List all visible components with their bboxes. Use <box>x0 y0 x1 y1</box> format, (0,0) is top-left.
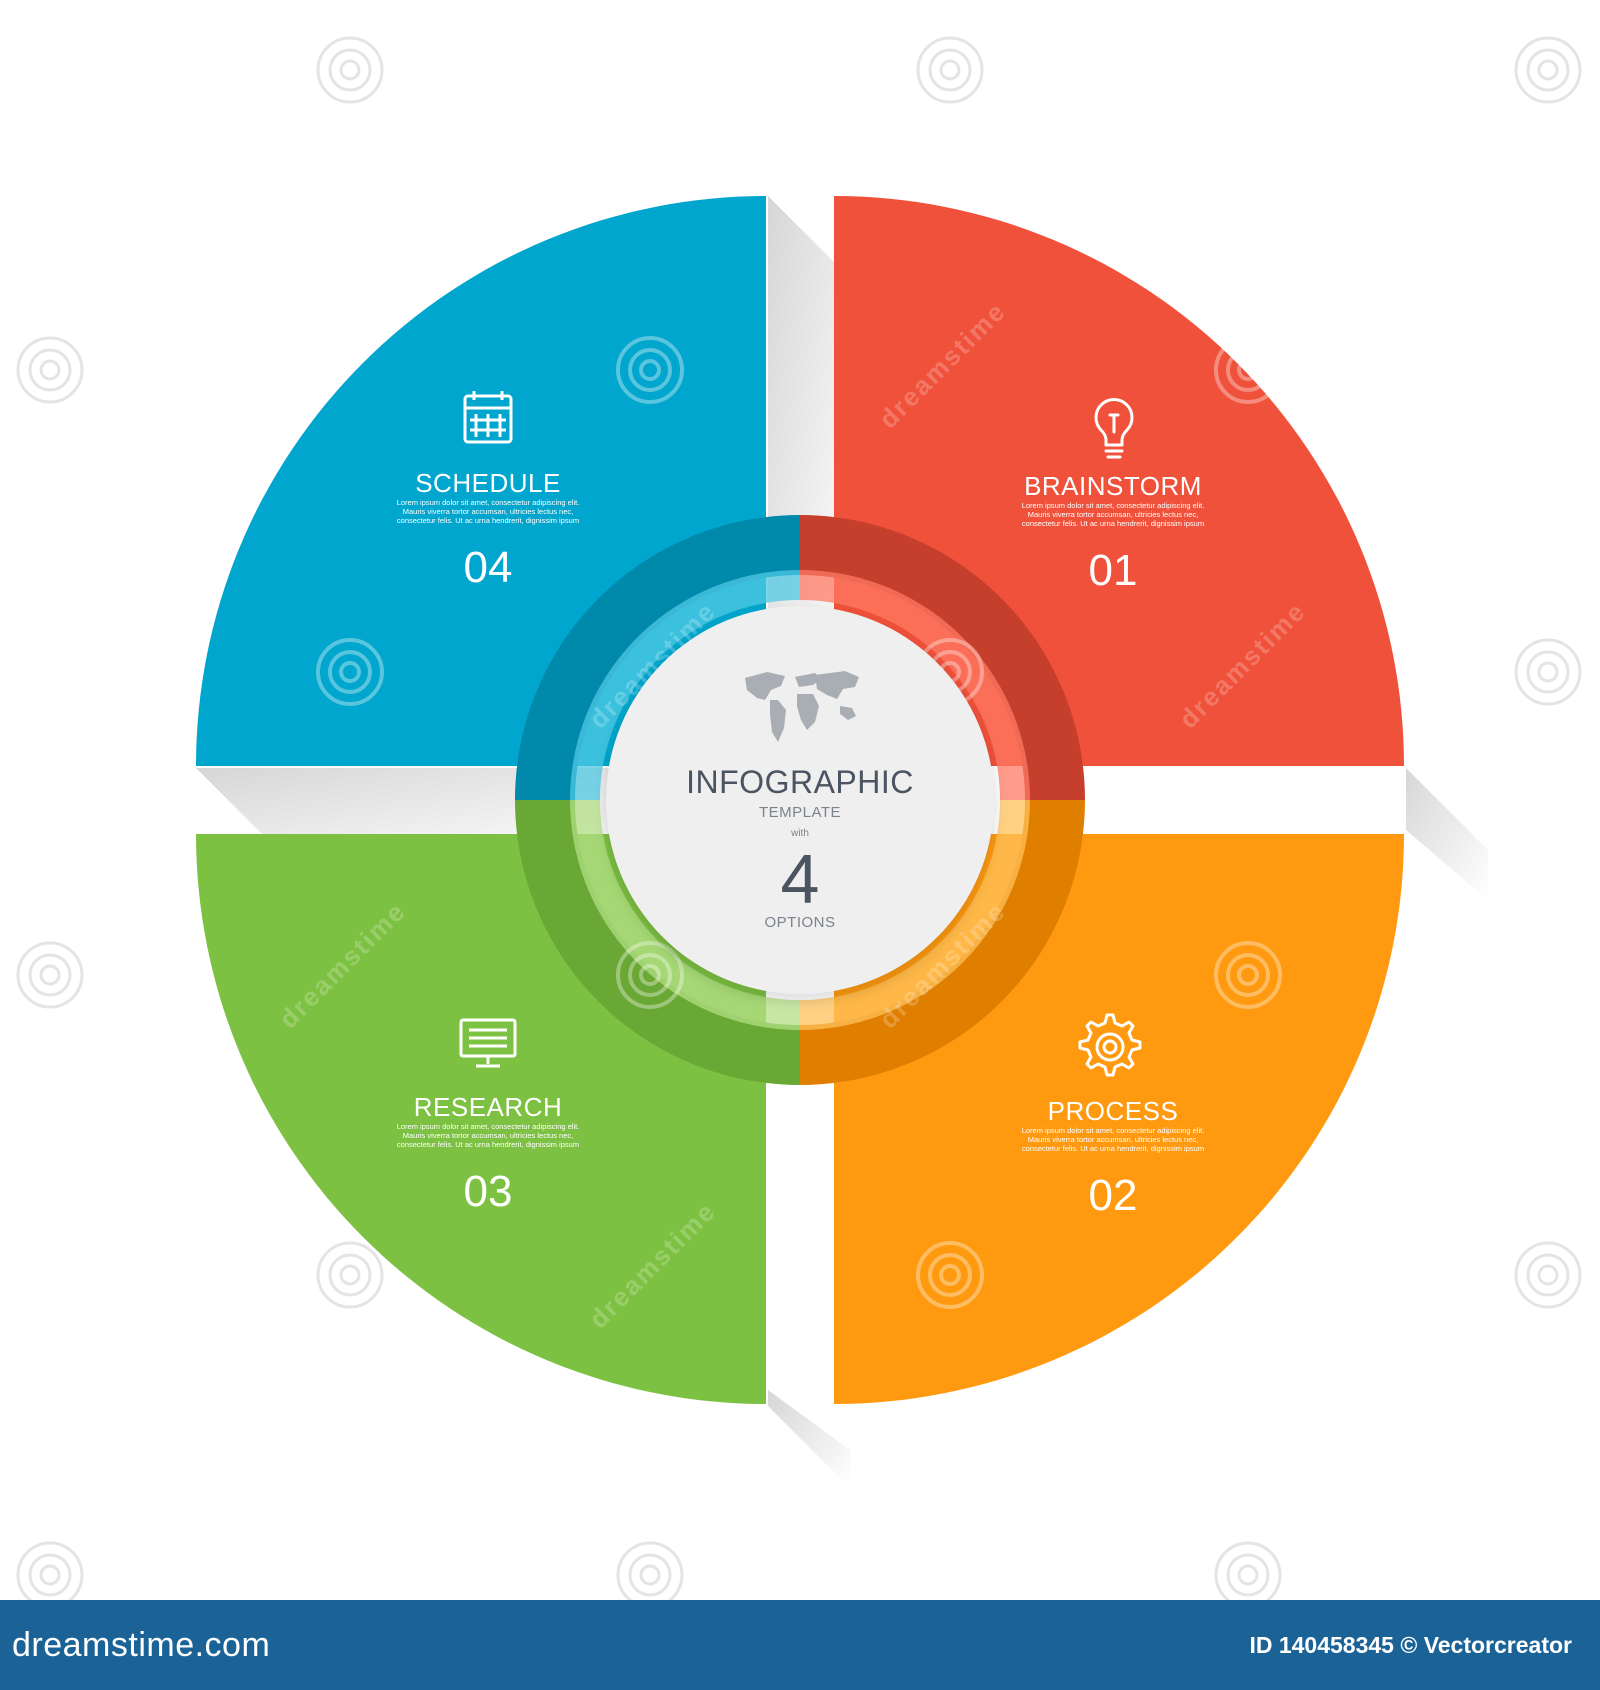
dreamstime-swirl-icon <box>16 36 1582 1600</box>
world-map-icon <box>745 671 859 742</box>
monitor-icon <box>459 1018 517 1068</box>
segment-content-process: PROCESS Lorem ipsum dolor sit amet, cons… <box>1022 1013 1205 1220</box>
segment-body-line: consectetur felis. Ut ac urna hendrerit,… <box>1022 519 1204 528</box>
center-number: 4 <box>781 840 820 918</box>
segment-content-schedule: SCHEDULE Lorem ipsum dolor sit amet, con… <box>397 391 580 592</box>
center-title: INFOGRAPHIC <box>686 764 914 800</box>
infographic-stage: dreamstime dreamstime dreamstime dreamst… <box>16 36 1582 1600</box>
segment-body-line: Lorem ipsum dolor sit amet, consectetur … <box>397 1122 580 1131</box>
segment-body-line: Lorem ipsum dolor sit amet, consectetur … <box>1022 1126 1205 1135</box>
infographic-svg: dreamstime dreamstime dreamstime dreamst… <box>16 36 1582 1600</box>
segment-number: 04 <box>464 543 513 592</box>
segment-body-line: consectetur felis. Ut ac urna hendrerit,… <box>397 516 579 525</box>
segment-content-brainstorm: BRAINSTORM Lorem ipsum dolor sit amet, c… <box>1022 398 1205 595</box>
center-options-text: OPTIONS <box>764 914 835 931</box>
segment-body-line: Mauris viverra tortor accumsan, ultricie… <box>403 1131 573 1140</box>
footer-bar: dreamstime.com ID 140458345 © Vectorcrea… <box>0 1600 1600 1690</box>
segment-body-line: consectetur felis. Ut ac urna hendrerit,… <box>1022 1144 1204 1153</box>
segment-body-line: Lorem ipsum dolor sit amet, consectetur … <box>397 498 580 507</box>
segment-title: SCHEDULE <box>415 468 561 498</box>
center-subtitle: TEMPLATE <box>759 804 841 821</box>
segment-body-line: Mauris viverra tortor accumsan, ultricie… <box>403 507 573 516</box>
segment-title: BRAINSTORM <box>1024 471 1202 501</box>
footer-brand[interactable]: dreamstime.com <box>12 1625 271 1664</box>
footer-credit: ID 140458345 © Vectorcreator <box>1249 1631 1572 1658</box>
segment-number: 02 <box>1089 1171 1138 1220</box>
gear-icon <box>1078 1013 1142 1077</box>
segment-body-line: Mauris viverra tortor accumsan, ultricie… <box>1028 510 1198 519</box>
segment-body-line: consectetur felis. Ut ac urna hendrerit,… <box>397 1140 579 1149</box>
segment-content-research: RESEARCH Lorem ipsum dolor sit amet, con… <box>397 1018 580 1216</box>
segment-number: 01 <box>1089 546 1138 595</box>
segment-body-line: Mauris viverra tortor accumsan, ultricie… <box>1028 1135 1198 1144</box>
segment-title: PROCESS <box>1048 1096 1179 1126</box>
inner-ring-light <box>570 570 1030 1030</box>
calendar-icon <box>463 391 513 444</box>
center-disc <box>604 606 996 1002</box>
center-with-text: with <box>790 828 809 839</box>
segment-title: RESEARCH <box>414 1092 562 1122</box>
lightbulb-icon <box>1094 398 1134 459</box>
segment-body-line: Lorem ipsum dolor sit amet, consectetur … <box>1022 501 1205 510</box>
segment-number: 03 <box>464 1167 513 1216</box>
